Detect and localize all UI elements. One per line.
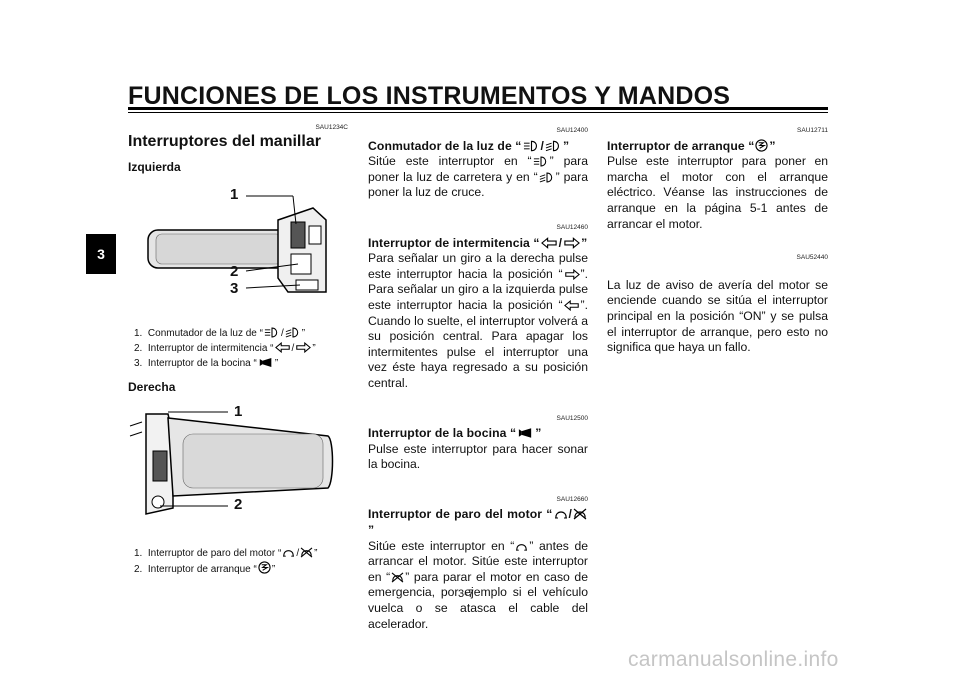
turn-right-icon <box>564 269 580 280</box>
fig1-callout-3: 3 <box>230 280 239 297</box>
header-rule <box>128 107 828 110</box>
right-column: SAU12711 Interruptor de arranque “” Puls… <box>607 123 828 356</box>
page-header-title: FUNCIONES DE LOS INSTRUMENTOS Y MANDOS <box>128 82 731 110</box>
subsection-left-title: Izquierda <box>128 160 181 174</box>
section-title: Interruptores del manillar <box>128 133 321 150</box>
turn-left-icon <box>541 237 558 249</box>
caption-item: 3. Interruptor de la bocina “” <box>134 357 279 369</box>
horn-icon <box>258 357 274 368</box>
section-heading: Interruptor de intermitencia “/” <box>368 235 588 250</box>
start-icon <box>258 561 271 574</box>
high-beam-icon <box>264 327 280 338</box>
section-code: SAU52440 <box>796 254 828 262</box>
engine-run-icon <box>515 541 528 552</box>
section-heading: Interruptor de la bocina “” <box>368 426 542 441</box>
engine-stop-icon <box>573 508 587 520</box>
section-code: SAU12660 <box>556 495 588 503</box>
low-beam-icon <box>545 140 562 152</box>
left-handlebar-figure <box>147 195 327 293</box>
engine-run-icon <box>282 547 295 558</box>
fig2-callout-2: 2 <box>234 496 243 513</box>
low-beam-icon <box>539 172 555 183</box>
section-heading: Conmutador de la luz de “/” <box>368 138 570 153</box>
figure2-captions: 1. Interruptor de paro del motor “/” 2. … <box>134 546 317 577</box>
turn-left-icon <box>564 300 580 311</box>
turn-left-icon <box>275 342 291 353</box>
section-code: SAU12711 <box>797 127 828 134</box>
high-beam-icon <box>533 156 549 167</box>
paragraph: Sitúe este interruptor en “” para poner … <box>368 154 588 200</box>
turn-right-icon <box>295 342 311 353</box>
fig1-callout-1: 1 <box>230 186 239 203</box>
subsection-right-title: Derecha <box>128 380 176 394</box>
section-heading: Interruptor de arranque “” <box>607 138 776 153</box>
engine-stop-icon <box>391 572 404 583</box>
page-number: 3-7 <box>458 588 474 600</box>
engine-run-icon <box>554 508 568 520</box>
paragraph: La luz de aviso de avería del motor se e… <box>607 277 828 355</box>
section-code: SAU12460 <box>556 223 588 231</box>
horn-icon <box>517 427 534 439</box>
caption-item: 1. Conmutador de la luz de “/” <box>134 327 306 339</box>
section-code: SAU1234C <box>315 124 348 131</box>
paragraph: Sitúe este interruptor en “” antes de ar… <box>368 538 588 631</box>
fig1-callout-2: 2 <box>230 263 239 280</box>
start-icon <box>755 139 768 152</box>
high-beam-icon <box>523 140 540 152</box>
turn-right-icon <box>563 237 580 249</box>
low-beam-icon <box>285 327 301 338</box>
engine-stop-icon <box>300 547 313 558</box>
caption-item: 2. Interruptor de intermitencia “/” <box>134 342 316 354</box>
header-rule-thin <box>128 112 828 113</box>
caption-item: 2. Interruptor de arranque “” <box>134 561 317 577</box>
chapter-tab: 3 <box>86 234 116 274</box>
section-code: SAU12500 <box>556 414 588 422</box>
watermark: carmanualsonline.info <box>628 648 839 671</box>
section-heading: Interruptor de paro del motor “/” <box>368 507 588 538</box>
section-code: SAU12400 <box>556 127 588 134</box>
paragraph: Pulse este interruptor para poner en mar… <box>607 154 828 231</box>
figure1-captions: 1. Conmutador de la luz de “/” 2. Interr… <box>134 326 316 371</box>
middle-column: SAU12400 Conmutador de la luz de “/” Sit… <box>368 123 588 632</box>
fig2-callout-1: 1 <box>234 403 243 420</box>
paragraph: Para señalar un giro a la derecha pulse … <box>368 251 588 390</box>
caption-item: 1. Interruptor de paro del motor “/” <box>134 547 318 559</box>
paragraph: Pulse este interruptor para hacer sonar … <box>368 441 588 472</box>
right-handlebar-figure <box>129 411 334 515</box>
